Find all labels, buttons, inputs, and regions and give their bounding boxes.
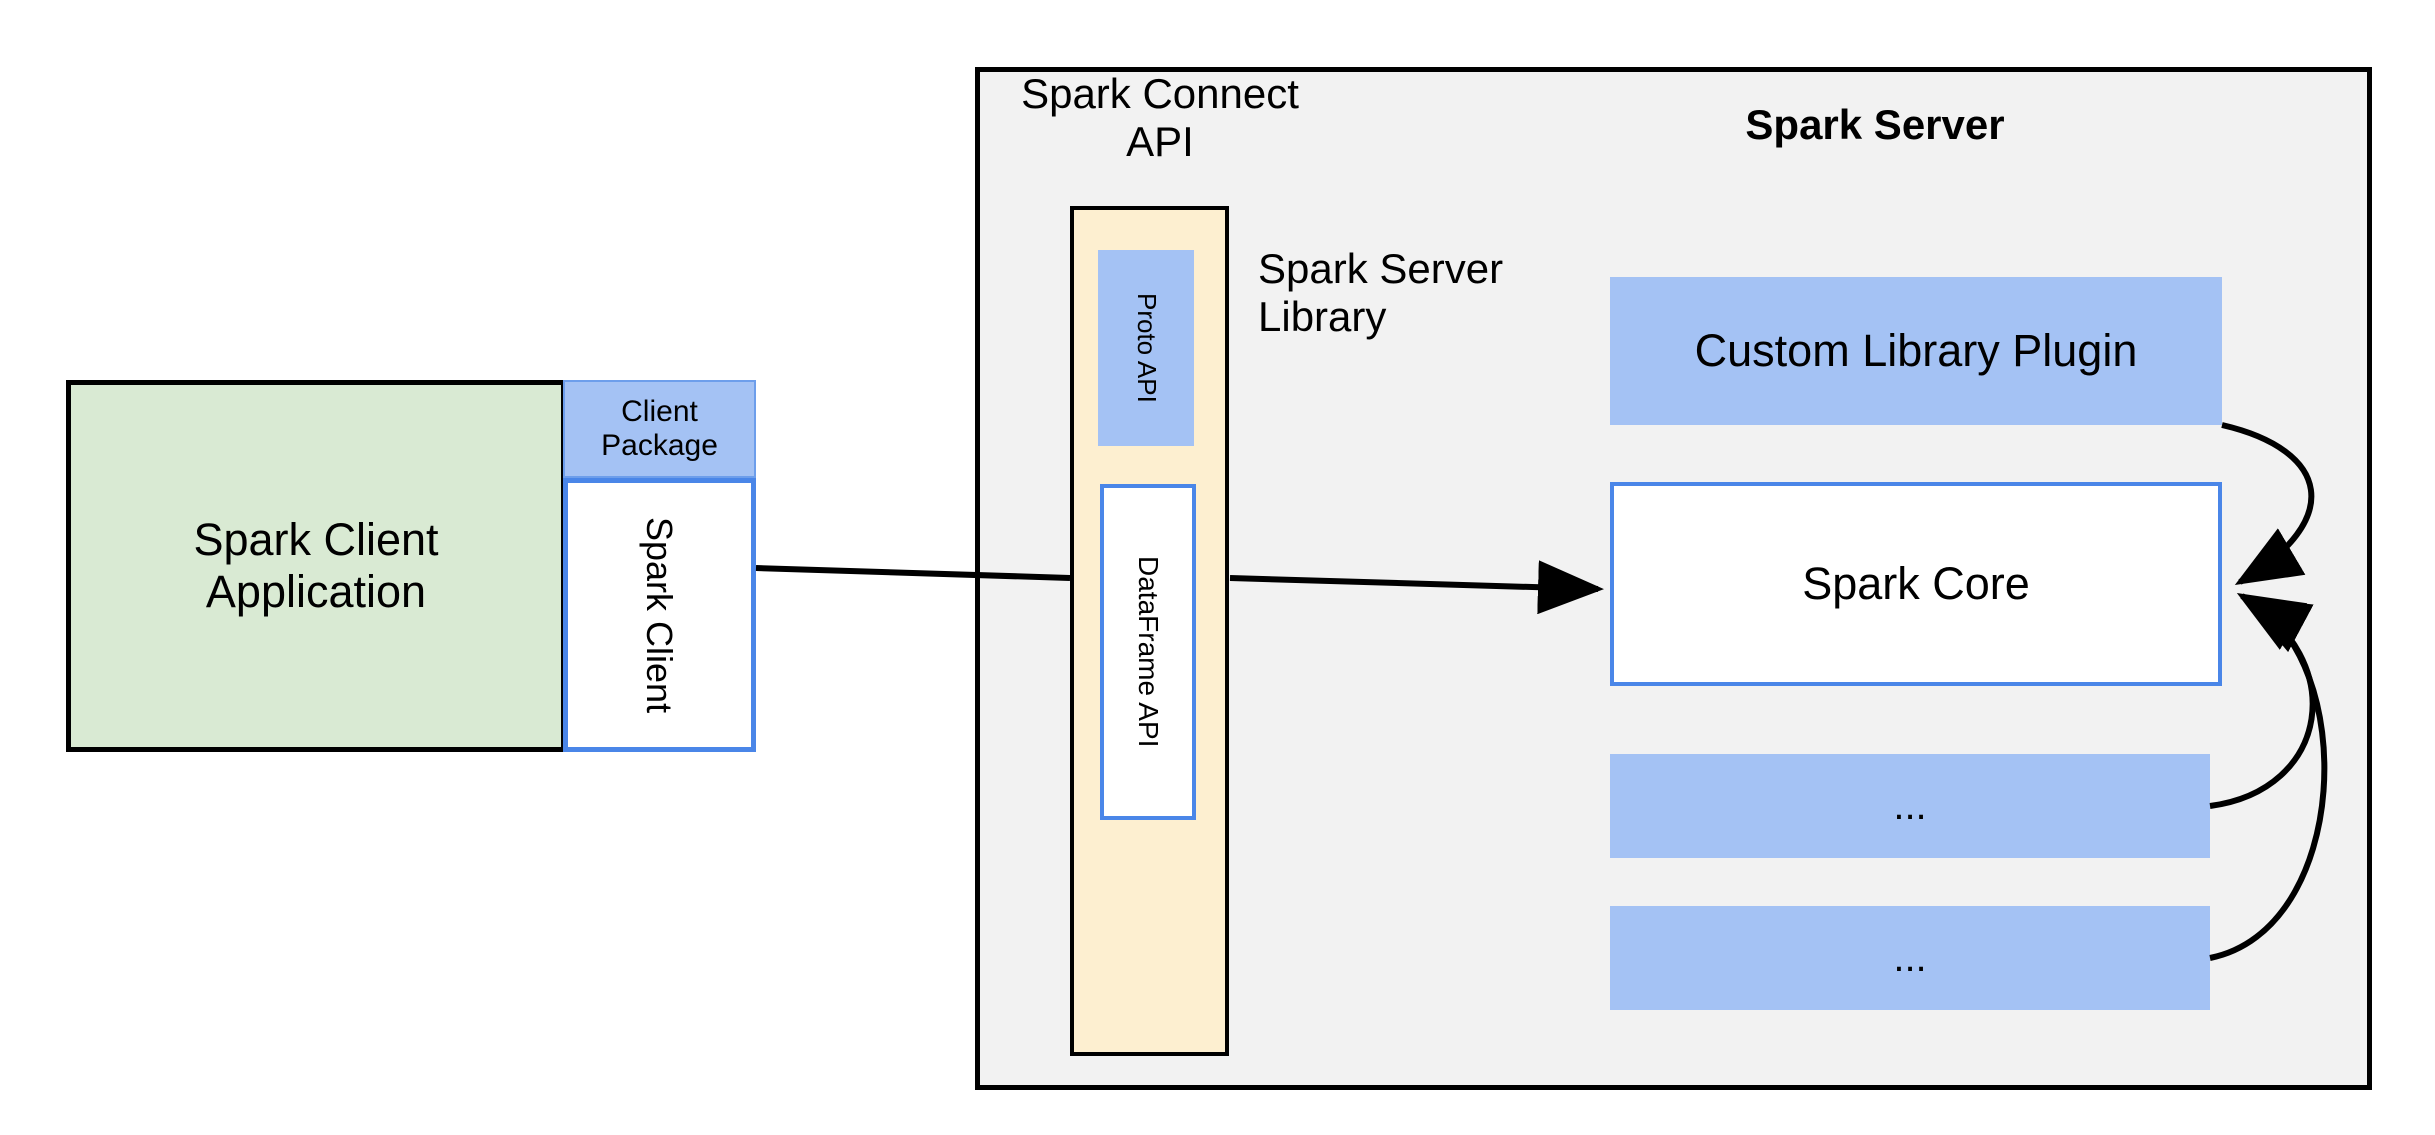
placeholder-box-two[interactable]: ... <box>1610 906 2210 1010</box>
spark-server-title: Spark Server <box>1670 98 2080 152</box>
spark-client-application-box[interactable]: Spark Client Application <box>66 380 566 752</box>
spark-client-label: Spark Client <box>639 516 681 714</box>
spark-core-label: Spark Core <box>1802 558 2030 610</box>
custom-library-plugin-label: Custom Library Plugin <box>1694 325 2138 377</box>
spark-connect-api-text: Spark Connect API <box>1021 70 1299 166</box>
spark-server-library-label: Spark Server Library <box>1258 245 1558 345</box>
placeholder-two-label: ... <box>1893 936 1927 980</box>
client-package-label: Client Package <box>601 394 718 463</box>
spark-core-box[interactable]: Spark Core <box>1610 482 2222 686</box>
placeholder-box-one[interactable]: ... <box>1610 754 2210 858</box>
spark-client-box[interactable]: Spark Client <box>563 478 756 752</box>
proto-api-label: Proto API <box>1131 293 1162 403</box>
dataframe-api-box[interactable]: DataFrame API <box>1100 484 1196 820</box>
spark-client-application-label: Spark Client Application <box>193 514 439 617</box>
spark-connect-api-label: Spark Connect API <box>1015 70 1305 165</box>
spark-server-library-text: Spark Server Library <box>1258 245 1504 341</box>
client-package-box[interactable]: Client Package <box>563 380 756 478</box>
dataframe-api-label: DataFrame API <box>1133 556 1165 748</box>
proto-api-box[interactable]: Proto API <box>1098 250 1194 446</box>
placeholder-one-label: ... <box>1893 784 1927 828</box>
spark-server-title-text: Spark Server <box>1745 100 2005 148</box>
custom-library-plugin-box[interactable]: Custom Library Plugin <box>1610 277 2222 425</box>
